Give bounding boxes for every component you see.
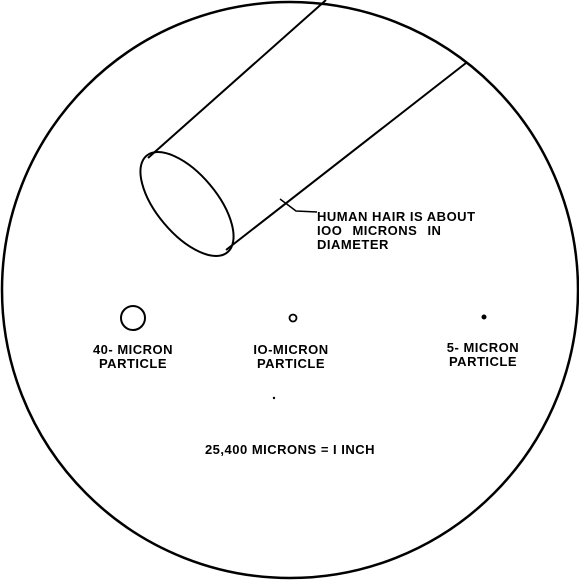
particle-40-label-line1: 40- MICRON xyxy=(58,343,208,357)
stray-dot xyxy=(273,397,275,399)
particle-10-label-line2: PARTICLE xyxy=(216,357,366,371)
hair-annotation-line2: IOO MICRONS IN xyxy=(317,224,441,238)
hair-annotation-line1: HUMAN HAIR IS ABOUT xyxy=(317,210,476,224)
particle-10-label-line1: IO-MICRON xyxy=(216,343,366,357)
hair-cross-section xyxy=(124,136,251,271)
particle-40-micron xyxy=(121,306,145,330)
particle-10-micron xyxy=(290,315,297,322)
particle-5-micron xyxy=(482,315,486,319)
scale-note: 25,400 MICRONS = I INCH xyxy=(140,443,440,457)
particle-5-label-line2: PARTICLE xyxy=(408,355,558,369)
hair-annotation-line3: DIAMETER xyxy=(317,238,389,252)
particle-40-label-line2: PARTICLE xyxy=(58,357,208,371)
hair-leader-line xyxy=(280,199,317,212)
particle-5-label-line1: 5- MICRON xyxy=(408,341,558,355)
hair-top-edge xyxy=(148,0,326,158)
